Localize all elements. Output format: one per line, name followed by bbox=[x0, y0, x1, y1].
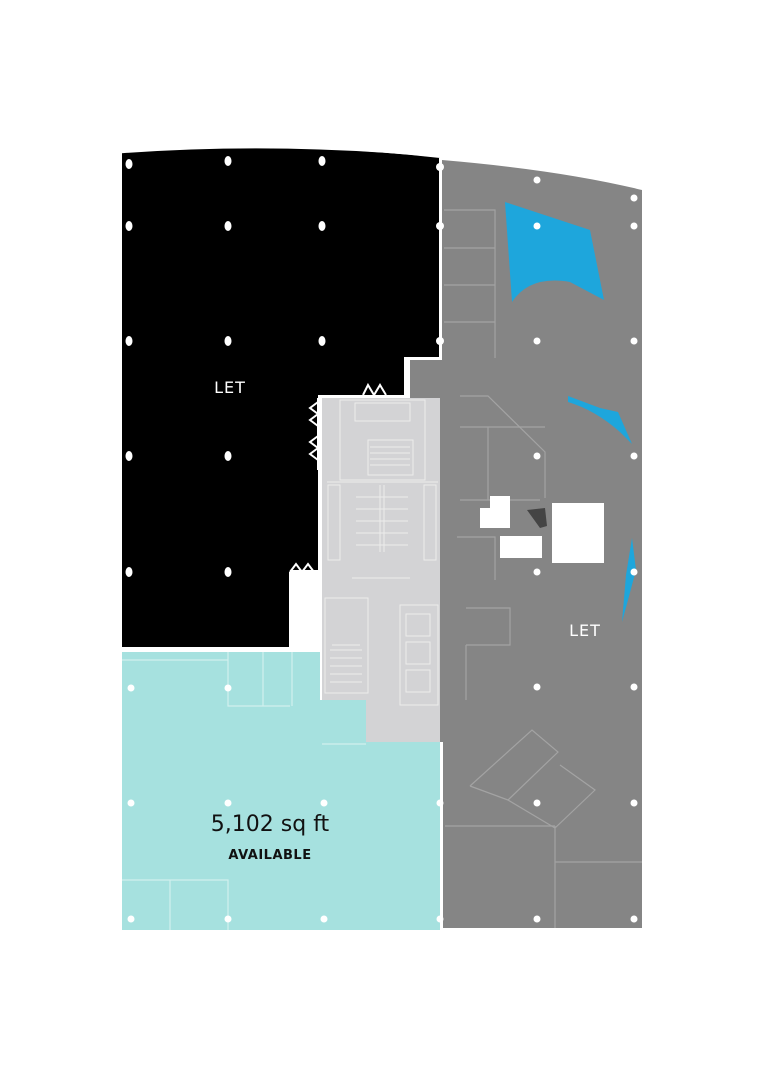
door-swings bbox=[289, 382, 387, 574]
core-walls bbox=[324, 399, 439, 706]
blue-feature-north bbox=[505, 202, 604, 302]
white-blocks bbox=[480, 496, 604, 563]
dark-shape bbox=[527, 508, 547, 528]
unit-southwest-available[interactable] bbox=[122, 652, 440, 930]
stair-lower bbox=[330, 649, 362, 683]
blue-feature-south bbox=[622, 538, 636, 622]
southwest-unit-walls bbox=[122, 652, 366, 930]
blue-feature-middle bbox=[568, 396, 632, 444]
column-dots bbox=[125, 156, 638, 923]
exterior-wall-top bbox=[117, 145, 646, 190]
east-unit-walls bbox=[444, 209, 642, 928]
partition-outlines bbox=[122, 158, 443, 928]
building-core bbox=[322, 398, 440, 742]
unit-northwest-let[interactable] bbox=[122, 147, 440, 648]
